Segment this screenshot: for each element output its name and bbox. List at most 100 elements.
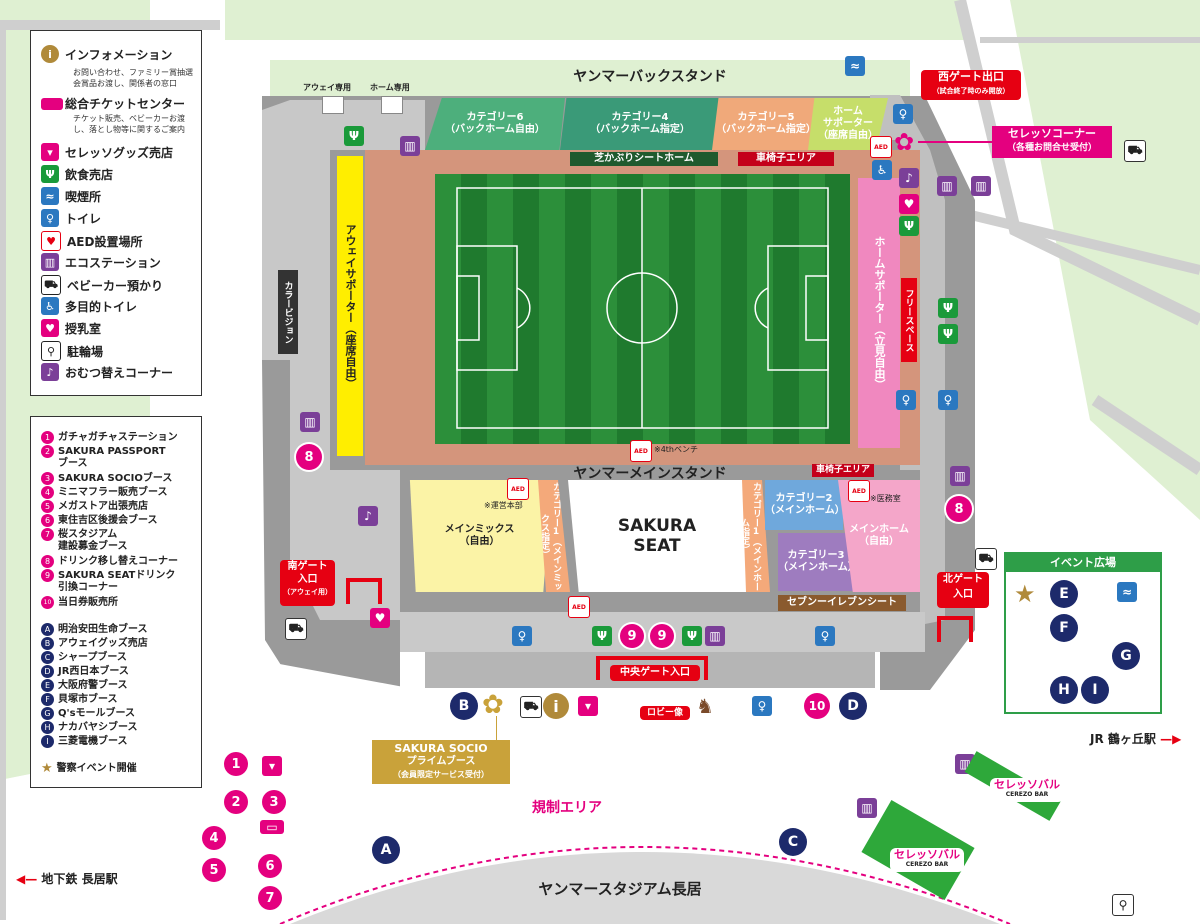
central-gate-entrance[interactable]: 中央ゲート入口 — [610, 665, 700, 681]
booth-pin-3[interactable]: 3 — [262, 790, 286, 814]
home-supporter-seats[interactable]: ホームサポーター（立見自由） — [858, 178, 900, 448]
legend-row: ≈ 喫煙所 — [41, 187, 101, 205]
booth-pin-2[interactable]: 2 — [224, 790, 248, 814]
west-gate-exit[interactable]: 西ゲート出口（試合終了時のみ開放） — [921, 70, 1021, 100]
legend-label: エコステーション — [65, 255, 161, 270]
booth-pin-10[interactable]: 10 — [804, 693, 830, 719]
toilet-icon: ♀ — [752, 696, 772, 716]
booth-pin-6[interactable]: 6 — [258, 854, 282, 878]
booth-pin-D[interactable]: D — [839, 692, 867, 720]
booth-pin-4[interactable]: 4 — [202, 826, 226, 850]
away-supporter-seats[interactable]: アウェイサポーター（座席自由） — [337, 156, 363, 456]
legend-label: 引換コーナー — [58, 582, 118, 593]
stadium-name: ヤンマースタジアム長居 — [538, 880, 702, 898]
booth-pin-F[interactable]: F — [1050, 614, 1078, 642]
booth-pin-1[interactable]: 1 — [224, 752, 248, 776]
booth-pin-I[interactable]: I — [1081, 676, 1109, 704]
stroller-icon: ⛟ — [1124, 140, 1146, 162]
booth-pin-9[interactable]: 9 — [650, 624, 674, 648]
booth-pin-G[interactable]: G — [1112, 642, 1140, 670]
seat-category-3[interactable]: カテゴリー3（メインホーム） — [778, 533, 858, 591]
booth-pin-H[interactable]: H — [1050, 676, 1078, 704]
booth-pin-9[interactable]: 9 — [620, 624, 644, 648]
booth-pin-5[interactable]: 5 — [202, 858, 226, 882]
seat-category-4[interactable]: カテゴリー4（バックホーム指定） — [560, 98, 720, 150]
booth-number: 3 — [41, 472, 54, 485]
socio-pointer — [496, 716, 497, 740]
sakura-seat[interactable]: SAKURA SEAT — [568, 480, 746, 592]
seven-eleven-seat[interactable]: セブンーイレブンシート — [778, 595, 906, 611]
toilet-icon: ♀ — [512, 626, 532, 646]
shirt-icon: ▾ — [41, 143, 59, 161]
legend-label: 大阪府警ブース — [58, 679, 128, 691]
aed-icon: AED — [848, 480, 870, 502]
smoking-icon: ≈ — [1117, 582, 1137, 602]
free-space[interactable]: フリースペース — [901, 278, 917, 362]
booth-number: 7 — [41, 528, 54, 541]
trash-icon: ▥ — [705, 626, 725, 646]
trash-icon: ▥ — [950, 466, 970, 486]
seat-category-6[interactable]: カテゴリー6（バックホーム自由） — [425, 98, 565, 150]
legend-label: 当日券販売所 — [58, 596, 118, 608]
legend-row: E 大阪府警ブース — [41, 679, 128, 692]
booth-pin-7[interactable]: 7 — [258, 886, 282, 910]
legend-row: 総合チケットセンター — [41, 95, 185, 112]
booth-number: 10 — [41, 596, 54, 609]
restricted-area-label: 規制エリア — [532, 800, 602, 816]
legend-label: 明治安田生命ブース — [58, 623, 148, 635]
wheelchair-area-main[interactable]: 車椅子エリア — [812, 464, 874, 477]
bicycle-icon: ⚲ — [41, 341, 61, 361]
legend-label: 警察イベント開催 — [56, 762, 137, 774]
toilet-icon: ♀ — [896, 390, 916, 410]
south-gate-entrance[interactable]: 南ゲート入口（アウェイ用） — [280, 560, 335, 606]
wheelchair-area-back[interactable]: 車椅子エリア — [738, 152, 834, 166]
facility-legend: i インフォメーション お問い合わせ、ファミリー賞抽選会賞品お渡し、関係者の窓口… — [30, 30, 202, 396]
food-icon: Ψ — [592, 626, 612, 646]
food-icon: Ψ — [899, 216, 919, 236]
seat-home-supporter-back[interactable]: ホームサポーター（座席自由） — [808, 98, 888, 150]
seat-main-mix[interactable]: メインミックス（自由） — [409, 480, 552, 592]
restricted-line — [279, 846, 1011, 924]
legend-row: ▾ セレッソグッズ売店 — [41, 143, 173, 161]
booth-letter: F — [41, 693, 54, 706]
seat-category-2[interactable]: カテゴリー2（メインホーム） — [765, 480, 845, 530]
booth-letter: E — [41, 679, 54, 692]
legend-label: 喫煙所 — [65, 189, 102, 204]
south-gate-marker — [346, 578, 382, 604]
legend-row: ♥ 授乳室 — [41, 319, 101, 337]
legend-row: ▥ エコステーション — [41, 253, 161, 271]
legend-label: SAKURA SEATドリンク — [58, 569, 176, 581]
north-gate-entrance[interactable]: 北ゲート入口 — [937, 572, 989, 608]
booth-pin-B[interactable]: B — [450, 692, 478, 720]
booth-pin-A[interactable]: A — [372, 836, 400, 864]
booth-letter: I — [41, 735, 54, 748]
food-icon: Ψ — [344, 126, 364, 146]
nursing-icon: ♥ — [41, 319, 59, 337]
booth-number: 8 — [41, 555, 54, 568]
booth-pin-8[interactable]: 8 — [296, 444, 322, 470]
shibakaburi-seat[interactable]: 芝かぶりシートホーム — [570, 152, 718, 166]
legend-label: 三菱電機ブース — [58, 735, 128, 747]
legend-label: 駐輪場 — [67, 344, 104, 359]
booth-pin-8[interactable]: 8 — [946, 496, 972, 522]
shirt-icon: ▾ — [262, 756, 282, 776]
booth-number: 4 — [41, 486, 54, 499]
hq-note: ※運営本部 — [484, 501, 523, 510]
sakura-socio-prime-booth[interactable]: SAKURA SOCIO プライムブース （会員限定サービス受付） — [372, 740, 510, 784]
seat-category-5[interactable]: カテゴリー5（バックホーム指定） — [712, 98, 820, 150]
legend-row: ♿ 多目的トイレ — [41, 297, 137, 315]
legend-row: Ψ 飲食売店 — [41, 165, 113, 183]
toilet-icon: ♀ — [41, 209, 59, 227]
booth-pin-C[interactable]: C — [779, 828, 807, 856]
booth-pin-E[interactable]: E — [1050, 580, 1078, 608]
legend-label: 東住吉区後援会ブース — [58, 514, 158, 526]
legend-ticket-sub: チケット販売、ベビーカーお渡し、落とし物等に関するご案内 — [73, 114, 185, 134]
diaper-icon: ♪ — [899, 168, 919, 188]
cerezo-corner[interactable]: セレッソコーナー（各種お問合せ受付） — [992, 126, 1112, 158]
